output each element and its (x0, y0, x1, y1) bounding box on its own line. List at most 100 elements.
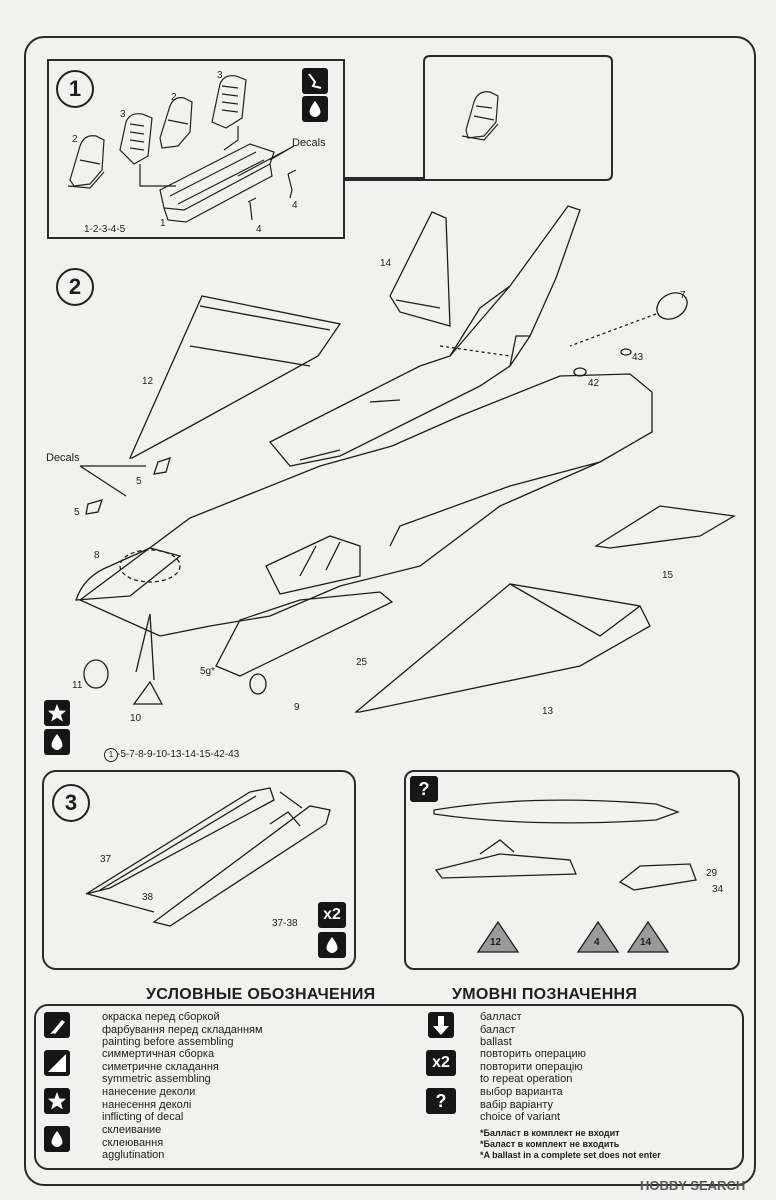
star-legend-icon (44, 1088, 70, 1114)
step-1-sequence: 1-2-3-4-5 (84, 224, 126, 235)
legend-ballast-ru: балласт (480, 1011, 522, 1023)
legend-symmetric-en: symmetric assembling (102, 1073, 211, 1085)
label-part-9: 9 (294, 702, 300, 713)
label-part-1: 1 (160, 218, 166, 229)
step-1-number: 1 (56, 70, 94, 108)
ballast-note-ru: *Баллаcт в комплект не входит (480, 1128, 620, 1138)
legend-variant-ua: вабір варіанту (480, 1098, 554, 1111)
legend-variant-text: выбор варианта вабір варіанту choice of … (480, 1086, 563, 1124)
legend-variant-ru: выбор варианта (480, 1086, 563, 1098)
variant-legend-icon: ? (426, 1088, 456, 1114)
legend-glue-text: склеивание склеювання agglutination (102, 1124, 164, 1162)
legend-decal-en: inflicting of decal (102, 1111, 184, 1123)
label-part-37: 37 (100, 854, 112, 865)
label-part-12: 12 (142, 376, 154, 387)
legend-repeat-ua: повторити операцію (480, 1060, 583, 1073)
ejection-seats-drawing (60, 60, 350, 230)
ballast-note-en: *A ballast in a complete set does not en… (480, 1150, 661, 1160)
triangle-14-label: 14 (640, 937, 652, 948)
triangle-4-label: 4 (594, 937, 600, 948)
legend-repeat-ru: повторить операцию (480, 1048, 586, 1060)
legend-ballast-ua: баласт (480, 1023, 516, 1036)
outer-frame (24, 36, 756, 1186)
label-seat-2b: 2 (171, 92, 177, 103)
legend-frame (34, 1004, 744, 1170)
legend-symmetric-ua: симетричне складання (102, 1060, 219, 1073)
label-part-5a: 5 (136, 476, 142, 487)
legend-title-ua: УМОВНІ ПОЗНАЧЕННЯ (452, 986, 638, 1003)
label-part-8: 8 (94, 550, 100, 561)
x2-icon: x2 (318, 902, 346, 928)
legend-glue-ua: склеювання (102, 1136, 164, 1149)
label-part-34: 34 (712, 884, 724, 895)
legend-ballast-text: балласт баласт ballast (480, 1011, 522, 1049)
triangle-12-label: 12 (490, 937, 502, 948)
label-part-42: 42 (588, 378, 600, 389)
symmetric-legend-icon (44, 1050, 70, 1076)
drop-icon-2 (44, 729, 70, 755)
step-3-frame (42, 770, 356, 970)
step-1-frame (44, 54, 756, 244)
drop-icon-3 (318, 932, 346, 958)
inset-seat-drawing (456, 76, 526, 146)
label-part-25: 25 (356, 657, 368, 668)
label-seat-3a: 3 (120, 109, 126, 120)
legend-variant-en: choice of variant (480, 1111, 561, 1123)
sequence-ref-circle: 1 (104, 748, 118, 762)
label-part-43: 43 (632, 352, 644, 363)
ballast-note: *Баллаcт в комплект не входит *Баласт в … (480, 1128, 661, 1161)
drop-legend-icon (44, 1126, 70, 1152)
legend-paint-en: painting before assembling (102, 1036, 234, 1048)
legend-repeat-text: повторить операцию повторити операцію to… (480, 1048, 586, 1086)
legend-symmetric-text: симмертичная сборка симетричне складання… (102, 1048, 219, 1086)
label-part-4b: 4 (256, 224, 262, 235)
drop-icon (302, 96, 328, 122)
label-seat-2a: 2 (72, 134, 78, 145)
legend-decal-ua: нанесення деколі (102, 1098, 192, 1111)
label-part-29: 29 (706, 868, 718, 879)
aircraft-exploded-view (40, 196, 760, 776)
label-part-7: 7 (680, 290, 686, 301)
x2-legend-icon: x2 (426, 1050, 456, 1076)
label-part-15: 15 (662, 570, 674, 581)
legend-paint-ru: окраска перед сборкой (102, 1011, 220, 1023)
legend-paint-text: окраска перед сборкой фарбування перед с… (102, 1011, 263, 1049)
brush-icon (44, 1012, 70, 1038)
label-decals-1: Decals (292, 137, 326, 149)
star-icon (44, 700, 70, 726)
label-decals-2: Decals (46, 452, 80, 464)
variant-parts-drawing (420, 790, 730, 910)
missiles-drawing (80, 780, 340, 930)
variant-icon: ? (410, 776, 438, 802)
step-2-sequence: -5-7-8-9-10-13-14-15-42-43 (117, 749, 240, 760)
legend-paint-ua: фарбування перед складанням (102, 1023, 263, 1036)
ballast-note-ua: *Баласт в комплект не входить (480, 1139, 620, 1149)
step-3-number: 3 (52, 784, 90, 822)
triangle-ref-12: 12 (476, 920, 520, 959)
label-part-38: 38 (142, 892, 154, 903)
step-2-number: 2 (56, 268, 94, 306)
legend-decal-ru: нанесение деколи (102, 1086, 196, 1098)
label-part-37-38: 37-38 (272, 918, 298, 929)
label-part-14: 14 (380, 258, 392, 269)
label-seat-3b: 3 (217, 70, 223, 81)
legend-symmetric-ru: симмертичная сборка (102, 1048, 215, 1060)
label-part-5g: 5g* (200, 666, 216, 677)
label-part-13: 13 (542, 706, 554, 717)
symmetric-icon (302, 68, 328, 94)
legend-title-ru: УСЛОВНЫЕ ОБОЗНАЧЕНИЯ (146, 986, 376, 1003)
variant-frame (404, 770, 740, 970)
arrow-down-icon (428, 1012, 454, 1038)
legend-glue-en: agglutination (102, 1149, 165, 1161)
legend-decal-text: нанесение деколи нанесення деколі inflic… (102, 1086, 195, 1124)
legend-ballast-en: ballast (480, 1036, 512, 1048)
label-part-4a: 4 (292, 200, 298, 211)
triangle-ref-4: 4 (576, 920, 620, 959)
label-part-5b: 5 (74, 507, 80, 518)
label-part-11: 11 (72, 680, 83, 691)
legend-glue-ru: склеивание (102, 1124, 162, 1136)
label-part-10: 10 (130, 713, 142, 724)
legend-repeat-en: to repeat operation (480, 1073, 573, 1085)
triangle-ref-14: 14 (626, 920, 670, 959)
hobby-search-watermark: HOBBY SEARCH (640, 1178, 746, 1193)
